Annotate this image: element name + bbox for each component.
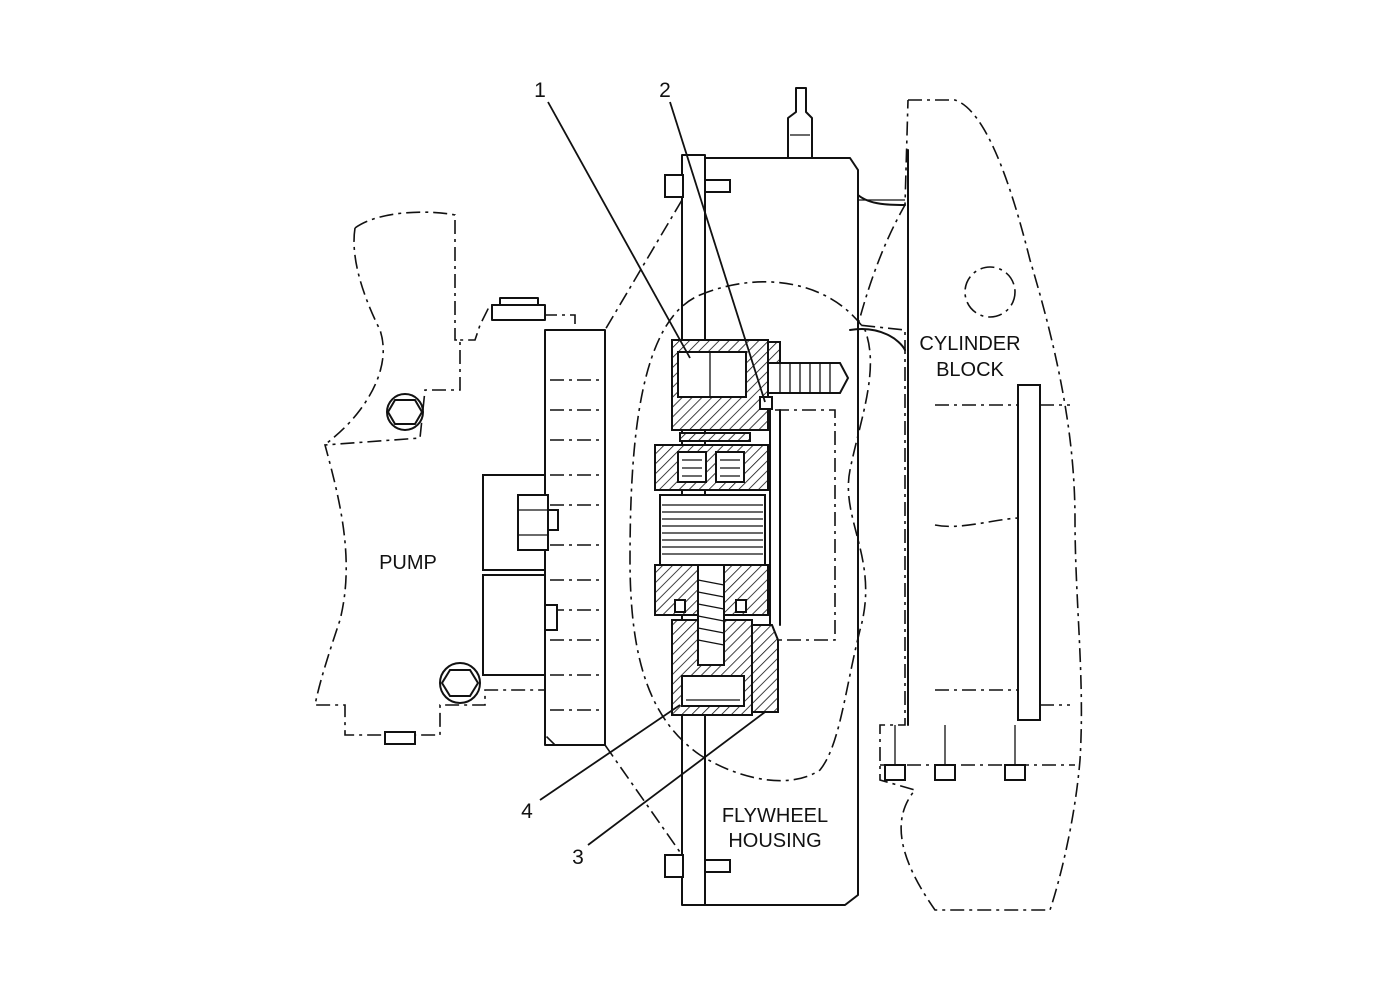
cutaway-boundary — [629, 281, 872, 782]
bottom-mount-bolt-shank — [704, 859, 731, 873]
callouts: 1 2 3 4 — [521, 79, 766, 869]
top-mount-bolt-head — [664, 174, 684, 198]
callout-3-leader — [587, 711, 766, 846]
pump-lower-hex-icon — [440, 669, 480, 697]
pump-assembly: PUMP — [314, 211, 606, 746]
pump-flange — [544, 329, 606, 746]
pump-left-contour — [324, 227, 384, 446]
bottom-mount-bolt-head — [664, 854, 684, 878]
pan-bolt-2 — [934, 764, 956, 781]
pump-top-bolt-head — [491, 297, 546, 321]
threaded-stud — [767, 362, 850, 394]
set-screw-right — [715, 451, 745, 483]
top-mount-bolt-shank — [704, 179, 731, 193]
cylinder-block-outline — [856, 99, 1083, 911]
pump-label: PUMP — [379, 552, 437, 574]
hidden-line — [934, 517, 1019, 528]
item-3-drive-plate — [751, 624, 779, 713]
block-bore-circle — [964, 266, 1016, 318]
hidden-line — [604, 199, 683, 331]
crankshaft-flange — [1017, 384, 1041, 721]
pump-upper-stud — [547, 509, 559, 531]
pump-lower-stud — [544, 604, 558, 631]
pump-bottom-lug — [384, 731, 416, 745]
lower-pin-right — [735, 599, 747, 613]
callout-2-leader — [669, 101, 766, 403]
flywheel-housing-body — [704, 157, 859, 906]
dipstick-rod — [787, 87, 813, 159]
pump-lower-block — [482, 574, 546, 676]
pump-upper-hex-icon — [386, 399, 424, 425]
housing-right-bulge — [849, 328, 906, 351]
cylinder-block-label-line1: CYLINDER — [919, 333, 1020, 355]
flywheel-housing-label-line2: HOUSING — [728, 830, 821, 852]
coupling-thin-plate — [679, 432, 751, 442]
callout-4-label: 4 — [521, 800, 533, 823]
pump-side-nut — [517, 494, 549, 551]
spline-shaft — [659, 494, 766, 566]
item-1-socket-head-screw — [677, 351, 747, 398]
pump-body-outline — [314, 211, 606, 746]
callout-4-leader — [539, 704, 681, 801]
coupling-spline-hub — [654, 444, 769, 491]
hidden-line — [604, 744, 683, 856]
pan-bolt-3 — [1004, 764, 1026, 781]
cylinder-block: CYLINDER BLOCK — [856, 99, 1083, 911]
hub-lip — [767, 341, 781, 365]
item-2-washer — [759, 396, 773, 410]
callout-1-label: 1 — [534, 79, 546, 102]
hidden-flywheel-edge — [775, 409, 836, 641]
flywheel-housing-label-line1: FLYWHEEL — [722, 805, 828, 827]
callout-3-label: 3 — [572, 846, 584, 869]
pan-bolt-1 — [884, 764, 906, 781]
drive-coupling — [654, 339, 850, 716]
lower-pin-left — [674, 599, 686, 613]
callout-2-label: 2 — [659, 79, 671, 102]
flywheel-housing: FLYWHEEL HOUSING — [604, 87, 906, 906]
bottom-bolt-head — [681, 675, 745, 707]
housing-top-curve — [857, 194, 906, 206]
cylinder-block-label-line2: BLOCK — [936, 359, 1004, 381]
set-screw-left — [677, 451, 707, 483]
callout-1-leader — [547, 101, 691, 359]
central-bolt-shank — [697, 564, 725, 666]
